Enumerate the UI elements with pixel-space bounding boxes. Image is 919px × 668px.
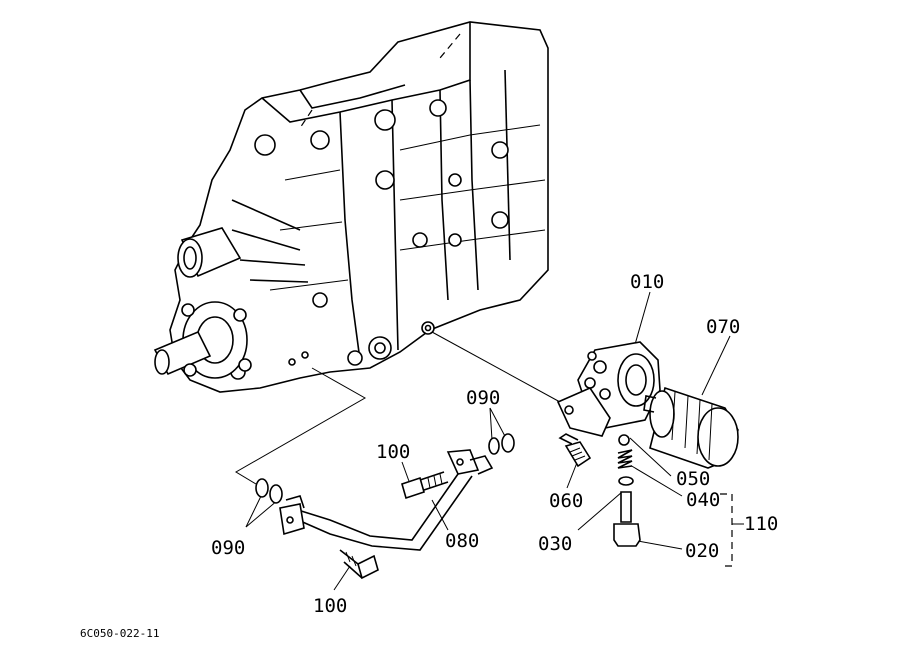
leader-090-right-a xyxy=(489,407,493,441)
oil-filter-070 xyxy=(643,386,739,469)
label-070: 070 xyxy=(706,316,740,338)
washers-090-right xyxy=(488,433,515,455)
label-090-left: 090 xyxy=(211,537,245,559)
leader-housing-to-pipe xyxy=(235,367,367,485)
leader-070 xyxy=(701,335,731,396)
label-030: 030 xyxy=(538,533,572,555)
washers-090-left xyxy=(255,478,283,504)
leader-040 xyxy=(629,464,683,497)
filter-base-010 xyxy=(556,341,661,437)
leader-090-left-a xyxy=(245,493,263,528)
label-040: 040 xyxy=(686,489,720,511)
label-020: 020 xyxy=(685,540,719,562)
label-060: 060 xyxy=(549,490,583,512)
leader-port-to-filter-base xyxy=(431,331,561,403)
leader-050 xyxy=(629,437,672,477)
label-110: 110 xyxy=(744,513,778,535)
drawing-code: 6C050-022-11 xyxy=(80,627,159,640)
leader-100-bottom xyxy=(333,565,351,591)
part-labels: 010 070 090 100 050 060 040 110 030 020 … xyxy=(211,271,778,617)
transmission-housing xyxy=(153,21,549,393)
bolt-060 xyxy=(558,433,592,468)
plug-020 xyxy=(613,523,641,547)
leader-100-top xyxy=(401,461,411,485)
label-100-bottom: 100 xyxy=(313,595,347,617)
label-100-top: 100 xyxy=(376,441,410,463)
label-080: 080 xyxy=(445,530,479,552)
leader-080 xyxy=(431,499,449,531)
oil-pipe-080 xyxy=(279,449,494,551)
leader-020 xyxy=(631,539,683,550)
leader-060 xyxy=(566,459,579,489)
label-090-right: 090 xyxy=(466,387,500,409)
bolt-100-top xyxy=(401,471,449,500)
ball-050 xyxy=(618,434,630,446)
plug-shaft xyxy=(620,491,632,523)
leader-090-right-b xyxy=(489,407,508,441)
leader-030 xyxy=(577,491,623,531)
washer-030 xyxy=(618,476,634,486)
leader-090-left-b xyxy=(245,499,279,528)
label-010: 010 xyxy=(630,271,664,293)
bracket-110 xyxy=(720,493,733,567)
bolt-100-bottom xyxy=(339,549,379,580)
spring-040 xyxy=(617,449,633,469)
relief-valve-parts xyxy=(613,434,641,547)
label-050: 050 xyxy=(676,468,710,490)
